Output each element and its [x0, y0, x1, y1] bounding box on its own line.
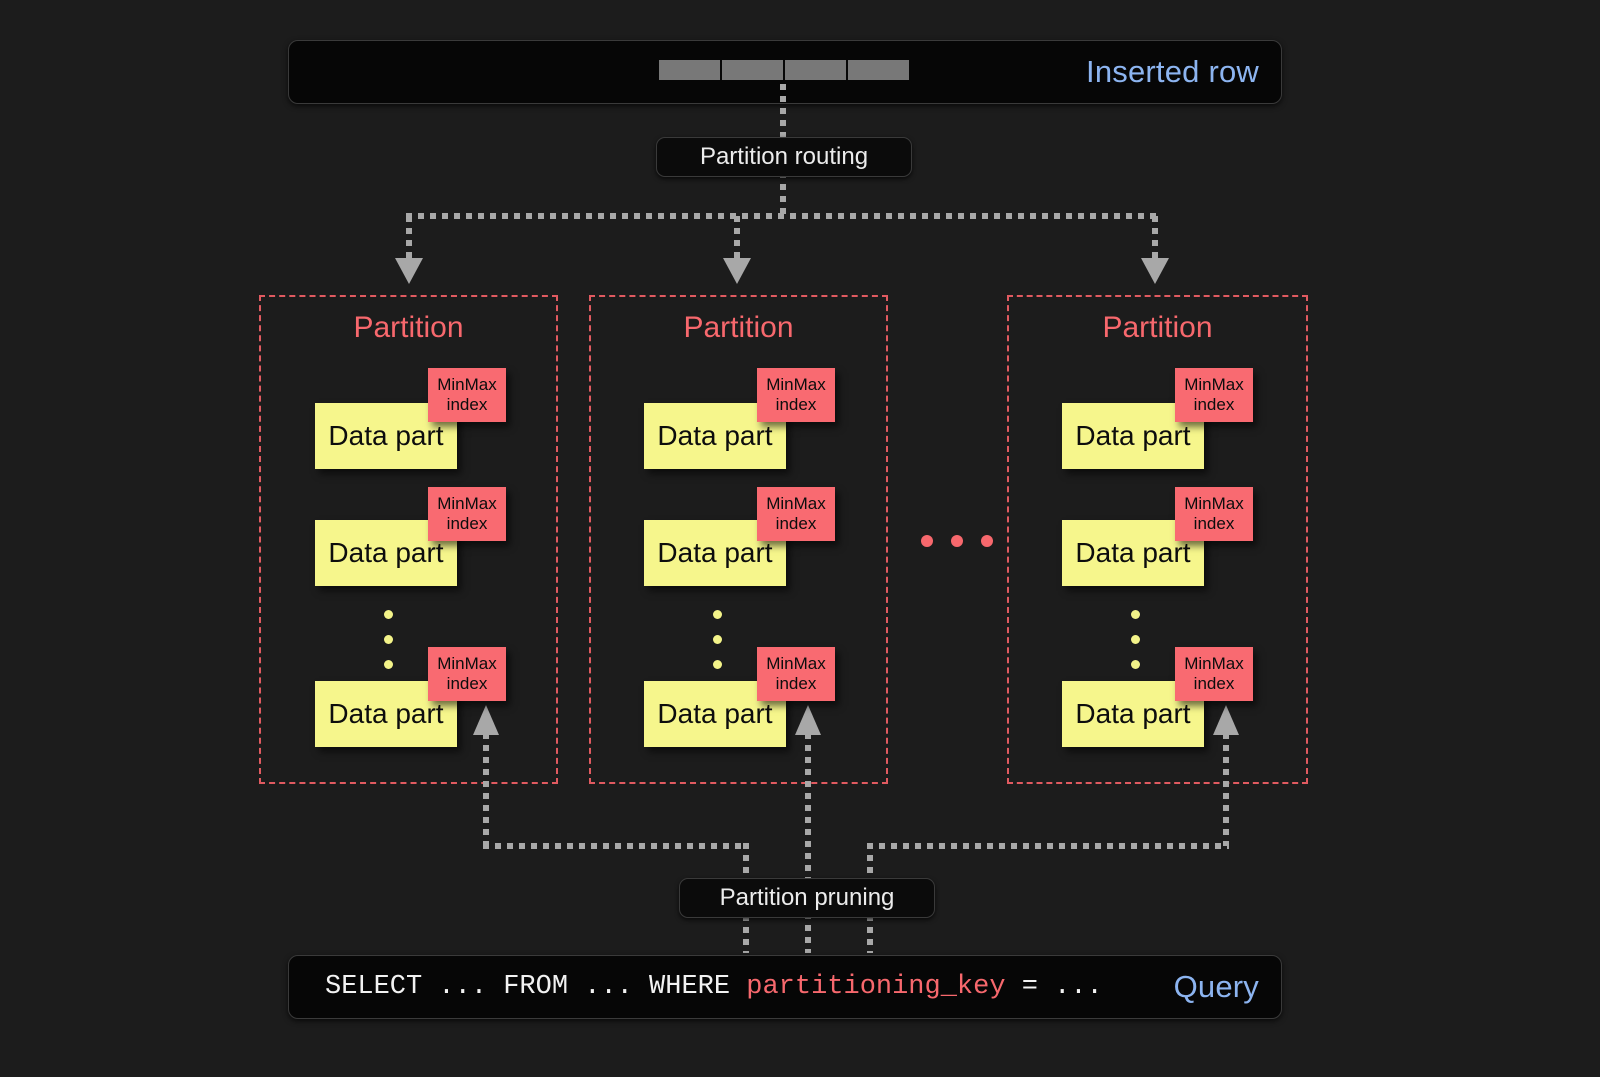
sql-prefix: SELECT ... FROM ... WHERE — [325, 972, 747, 1002]
connector-bus-to-partition-3 — [1152, 216, 1158, 260]
sql-partitioning-key: partitioning_key — [746, 972, 1006, 1002]
ellipsis-dot — [384, 635, 393, 644]
inserted-row-cells — [659, 60, 909, 80]
partition-title: Partition — [683, 311, 794, 344]
connector-bus-to-partition-1 — [406, 216, 412, 260]
ellipsis-dot — [951, 535, 963, 547]
ellipsis-dot — [713, 635, 722, 644]
arrow-into-partition-1-part — [473, 705, 499, 735]
inserted-row-label: Inserted row — [1086, 54, 1259, 89]
connector-pruning-bus-left — [483, 843, 745, 849]
ellipsis-dot — [1131, 610, 1140, 619]
row-cell — [785, 60, 846, 80]
connector-pruning-to-partition-3 — [1223, 733, 1229, 846]
partition-pruning-label: Partition pruning — [679, 878, 935, 918]
partition-routing-label: Partition routing — [656, 137, 912, 177]
inserted-row-panel: Inserted row — [288, 40, 1282, 104]
arrow-into-partition-1 — [395, 258, 423, 284]
arrow-into-partition-2 — [723, 258, 751, 284]
ellipsis-dot — [1131, 635, 1140, 644]
connector-pruning-to-partition-1 — [483, 733, 489, 846]
connector-pruning-bus-right — [867, 843, 1229, 849]
partition-title: Partition — [353, 311, 464, 344]
row-cell — [722, 60, 783, 80]
partitions-ellipsis — [921, 535, 993, 547]
connector-bus-to-partition-2 — [734, 216, 740, 260]
sql-text: SELECT ... FROM ... WHERE partitioning_k… — [325, 972, 1103, 1002]
data-part-box: Data part — [315, 681, 457, 747]
row-cell — [848, 60, 909, 80]
row-cell — [659, 60, 720, 80]
arrow-into-partition-3-part — [1213, 705, 1239, 735]
partition-title: Partition — [1102, 311, 1213, 344]
ellipsis-dot — [921, 535, 933, 547]
ellipsis-dot — [713, 610, 722, 619]
connector-routing-to-bus — [780, 172, 786, 218]
partition-3-vertical-ellipsis — [1131, 610, 1140, 685]
query-panel: SELECT ... FROM ... WHERE partitioning_k… — [288, 955, 1282, 1019]
data-part-box: Data part — [315, 403, 457, 469]
connector-routing-bus — [406, 213, 1158, 219]
connector-row-to-routing — [780, 84, 786, 140]
ellipsis-dot — [981, 535, 993, 547]
data-part-box: Data part — [1062, 403, 1204, 469]
query-label: Query — [1173, 969, 1259, 1004]
arrow-into-partition-2-part — [795, 705, 821, 735]
partition-2-vertical-ellipsis — [713, 610, 722, 685]
ellipsis-dot — [384, 610, 393, 619]
sql-suffix: = ... — [1005, 972, 1103, 1002]
arrow-into-partition-3 — [1141, 258, 1169, 284]
ellipsis-dot — [384, 660, 393, 669]
connector-pruning-to-partition-2 — [805, 733, 811, 953]
ellipsis-dot — [713, 660, 722, 669]
ellipsis-dot — [1131, 660, 1140, 669]
partition-1-vertical-ellipsis — [384, 610, 393, 685]
